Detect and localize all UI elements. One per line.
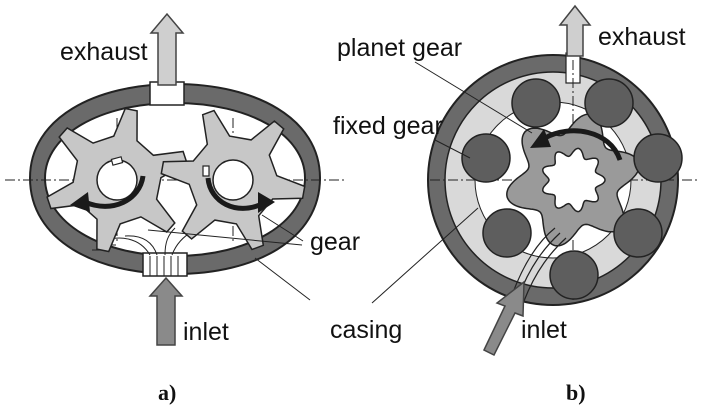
up-arrow-icon (149, 12, 185, 86)
right-gear (160, 109, 306, 251)
planet-gear-label: planet gear (337, 34, 462, 62)
leader-lines-a (147, 214, 311, 301)
panel-a: exhaust gear inlet a) (5, 12, 360, 405)
casing-a (28, 81, 322, 277)
caption-b: b) (566, 380, 586, 405)
fixed-gear-label: fixed gear (333, 112, 443, 140)
curved-arrow-icon (205, 177, 275, 213)
casing-label: casing (330, 316, 402, 344)
up-arrow-icon (483, 280, 525, 357)
exhaust-label-b: exhaust (598, 23, 686, 51)
inlet-label-a: inlet (183, 318, 229, 346)
curved-arrow-icon (70, 175, 146, 212)
caption-a: a) (158, 380, 176, 405)
left-gear (46, 107, 188, 253)
planet-rollers (461, 78, 683, 300)
inlet-label-b: inlet (521, 316, 567, 344)
up-arrow-icon (148, 276, 184, 346)
gear-label: gear (310, 228, 360, 256)
curved-arrow-icon (530, 128, 623, 161)
up-arrow-icon (558, 4, 592, 57)
exhaust-label-a: exhaust (60, 38, 148, 66)
panel-b: planet gear exhaust fixed gear inlet b) (333, 4, 700, 405)
leader-lines-b (371, 61, 533, 304)
